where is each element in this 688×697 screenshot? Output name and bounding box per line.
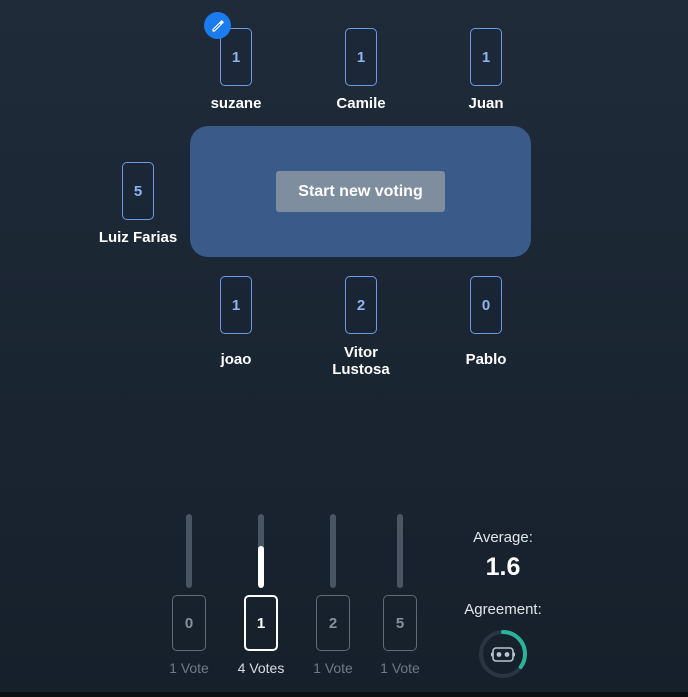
agreement-arc <box>479 630 527 678</box>
player-card: 0 <box>470 276 502 334</box>
vote-count: 1 Vote <box>380 660 420 676</box>
result-card: 5 <box>383 595 417 651</box>
pencil-icon <box>211 19 224 32</box>
result-card: 1 <box>244 595 278 651</box>
window-bottom-edge <box>0 692 688 697</box>
average-value: 1.6 <box>485 553 521 581</box>
vote-count: 4 Votes <box>237 660 285 676</box>
player-name: Pablo <box>465 351 507 368</box>
player-card: 1 <box>470 28 502 86</box>
player-seat-vitor-lustosa: 2 Vitor Lustosa <box>301 276 421 378</box>
player-card: 1 <box>220 276 252 334</box>
agreement-label: Agreement: <box>464 601 542 618</box>
player-seat-camile: 1 Camile <box>301 28 421 112</box>
edit-name-badge[interactable] <box>204 12 231 39</box>
vote-bar <box>397 514 403 588</box>
player-card: 2 <box>345 276 377 334</box>
vote-bar-fill <box>258 546 264 588</box>
start-new-voting-button[interactable]: Start new voting <box>276 171 445 212</box>
player-name: Juan <box>468 95 504 112</box>
vote-count: 1 Vote <box>169 660 209 676</box>
vote-bar <box>186 514 192 588</box>
agreement-gauge <box>478 629 528 679</box>
player-seat-pablo: 0 Pablo <box>426 276 546 368</box>
poker-table: Start new voting <box>190 126 531 257</box>
vote-bar <box>330 514 336 588</box>
player-seat-luiz-farias: 5 Luiz Farias <box>78 162 198 246</box>
player-card: 1 <box>345 28 377 86</box>
player-name: Camile <box>336 95 386 112</box>
player-seat-joao: 1 joao <box>176 276 296 368</box>
vote-bar <box>258 514 264 588</box>
result-card: 2 <box>316 595 350 651</box>
player-seat-suzane: 1 suzane <box>176 28 296 112</box>
robot-face-icon <box>491 647 515 662</box>
average-label: Average: <box>473 529 533 546</box>
player-card: 5 <box>122 162 154 220</box>
result-card: 0 <box>172 595 206 651</box>
player-name: Vitor Lustosa <box>332 344 390 378</box>
player-name: suzane <box>210 95 262 112</box>
player-card: 1 <box>220 28 252 86</box>
player-seat-juan: 1 Juan <box>426 28 546 112</box>
player-name: joao <box>220 351 252 368</box>
player-name: Luiz Farias <box>98 229 178 246</box>
vote-count: 1 Vote <box>313 660 353 676</box>
